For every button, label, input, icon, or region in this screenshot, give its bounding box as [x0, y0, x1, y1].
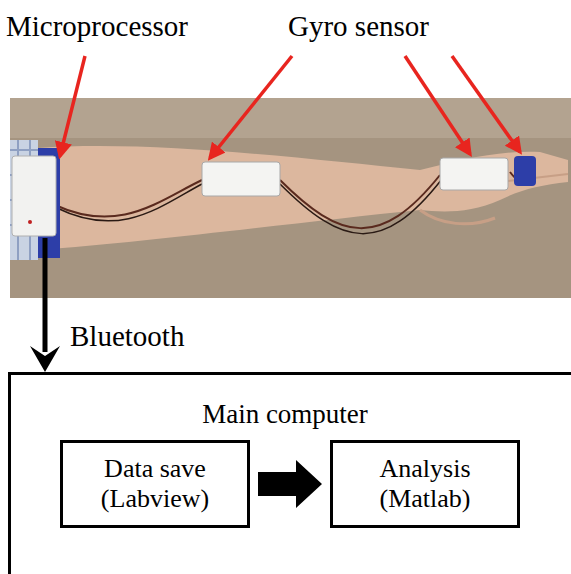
- arm-shape: [38, 146, 568, 250]
- gyro-sensor: [202, 162, 280, 196]
- gyro-sensor: [440, 158, 508, 190]
- led: [28, 220, 32, 224]
- photo-ground: [10, 98, 571, 298]
- pointer-arrow: [60, 56, 85, 156]
- box-title: Main computer: [202, 399, 368, 430]
- bluetooth-arrowhead: [30, 346, 60, 372]
- box-text: Data save (Labview): [80, 454, 230, 514]
- bluetooth-arrow: [43, 238, 48, 352]
- process-box: Analysis (Matlab): [330, 440, 520, 528]
- part-label: Microprocessor: [6, 10, 188, 43]
- part-label: Gyro sensor: [288, 10, 429, 43]
- microprocessor-box: [12, 156, 56, 236]
- box-text: Analysis (Matlab): [350, 454, 500, 514]
- pointer-arrow: [210, 56, 292, 158]
- computer-box: Main computerData save (Labview) Analysis…: [8, 372, 571, 574]
- link-label: Bluetooth: [70, 320, 184, 353]
- finger-ring-sensor: [514, 156, 536, 186]
- pointer-arrow: [452, 56, 520, 152]
- pointer-arrow: [405, 56, 470, 154]
- thumb-line: [420, 210, 495, 224]
- flow-arrow: [258, 460, 322, 508]
- process-box: Data save (Labview): [60, 440, 250, 528]
